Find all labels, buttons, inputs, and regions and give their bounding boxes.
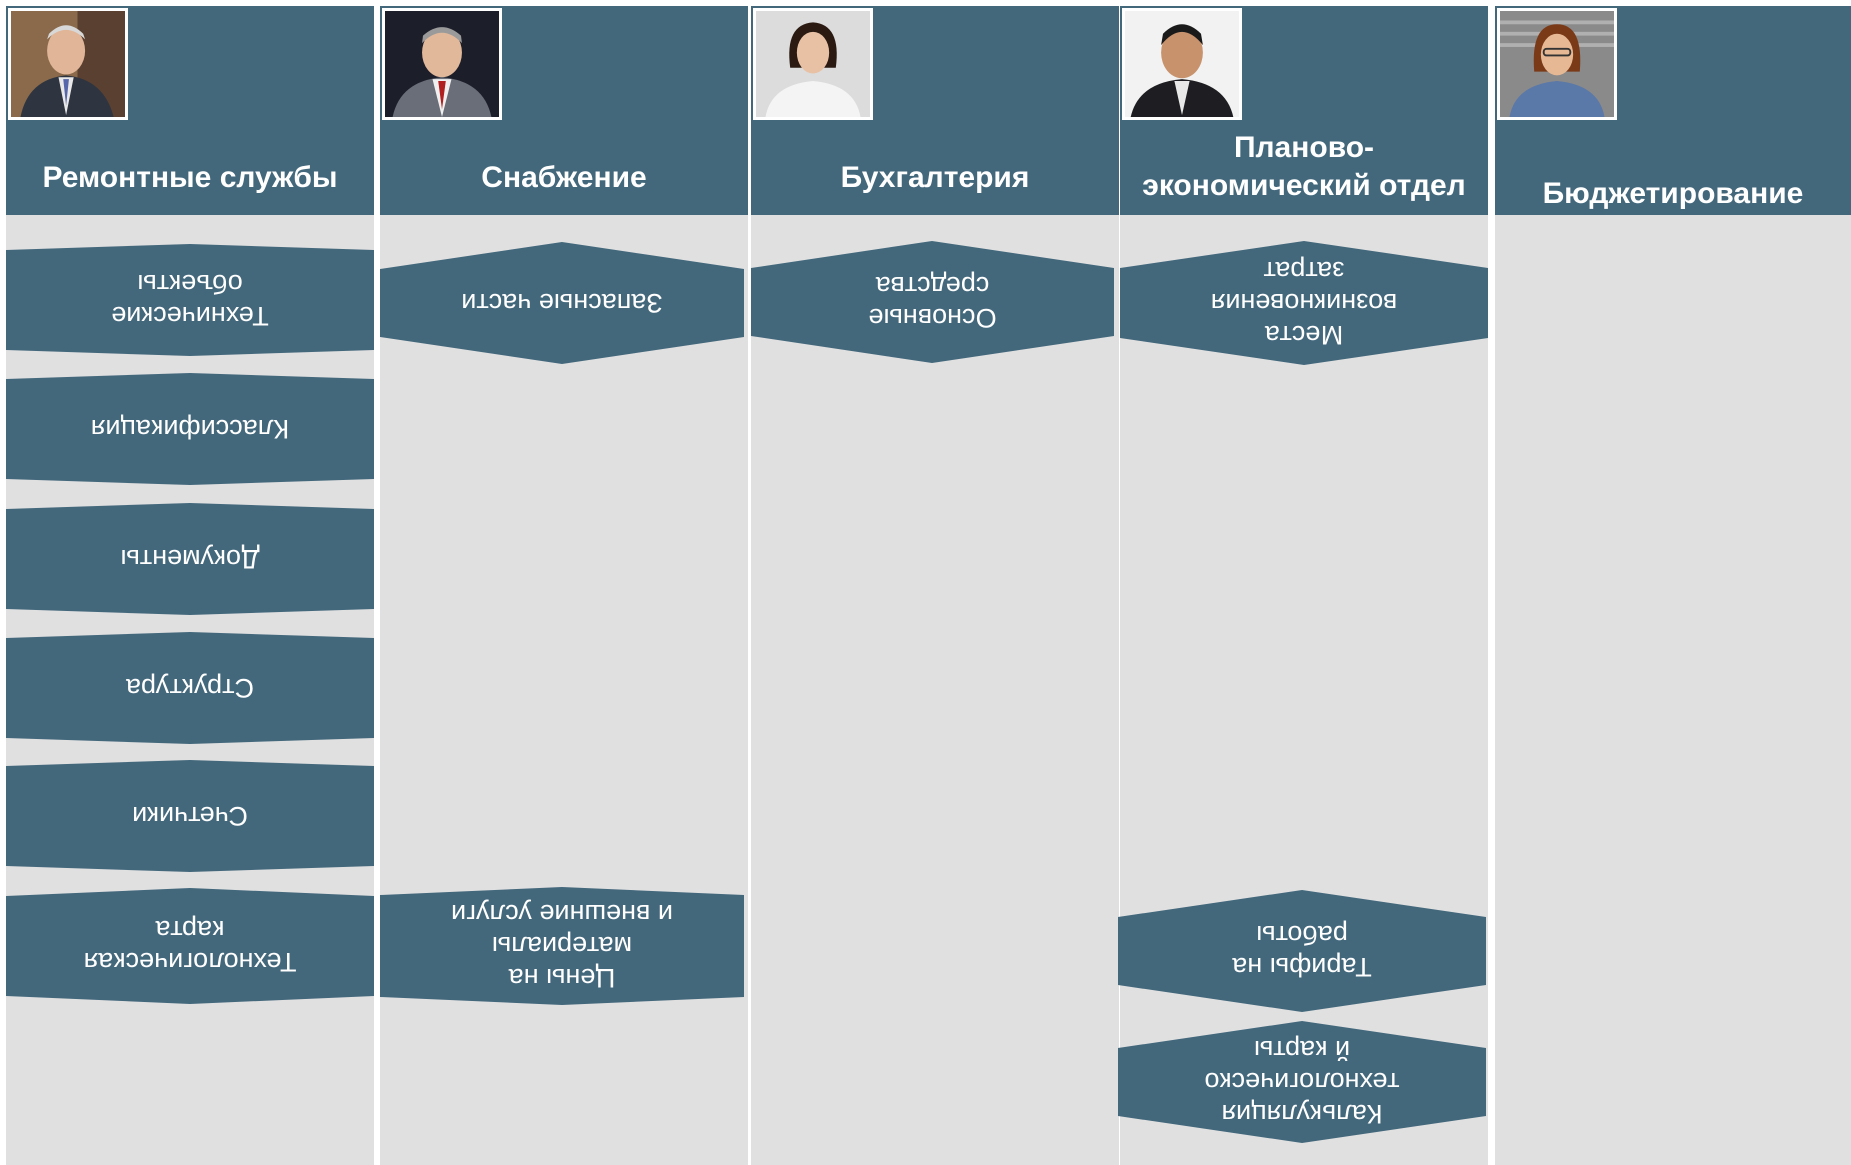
process-shape[interactable]: Места возникновения затрат bbox=[1120, 241, 1488, 365]
process-shape[interactable]: Технологическая карта bbox=[6, 888, 374, 1004]
person-photo-icon bbox=[753, 8, 873, 120]
person-photo-icon bbox=[1497, 8, 1617, 120]
lane-title: Ремонтные службы bbox=[42, 161, 338, 194]
process-label: Основные средства bbox=[868, 271, 997, 333]
process-label: Документы bbox=[120, 544, 260, 574]
process-shape[interactable]: Технические объекты bbox=[6, 244, 374, 356]
process-label: Структура bbox=[125, 673, 255, 703]
process-label: Места возникновения затрат bbox=[1210, 256, 1398, 350]
process-shape[interactable]: Классификация bbox=[6, 373, 374, 485]
process-shape[interactable]: Тарифы на работы bbox=[1118, 890, 1486, 1012]
process-shape[interactable]: Документы bbox=[6, 503, 374, 615]
person-photo-icon bbox=[1122, 8, 1242, 120]
process-label: Цены на материалы и внешние услуги bbox=[451, 899, 673, 993]
lane-body bbox=[380, 215, 748, 1165]
process-shape[interactable]: Счетчики bbox=[6, 760, 374, 872]
process-shape[interactable]: Запасные части bbox=[380, 242, 744, 364]
person-photo-icon bbox=[8, 8, 128, 120]
lane-body bbox=[1495, 215, 1851, 1165]
lane-repair-services: Ремонтные службы Технические объекты Кла… bbox=[6, 0, 374, 1165]
process-label: Тарифы на работы bbox=[1232, 920, 1372, 982]
process-shape[interactable]: Основные средства bbox=[751, 241, 1114, 363]
lane-header: Планово- экономический отдел bbox=[1120, 6, 1488, 215]
process-shape[interactable]: Калькуляция технологическо й карты bbox=[1118, 1021, 1486, 1143]
lane-body bbox=[751, 215, 1119, 1165]
lane-planning-economics: Планово- экономический отдел Места возни… bbox=[1118, 0, 1488, 1165]
process-label: Технологическая карта bbox=[83, 915, 297, 977]
lane-supply: Снабжение Запасные части Цены на материа… bbox=[380, 0, 748, 1165]
process-label: Калькуляция технологическо й карты bbox=[1204, 1035, 1400, 1129]
lane-accounting: Бухгалтерия Основные средства bbox=[751, 0, 1119, 1165]
lane-title: Бюджетирование bbox=[1542, 177, 1804, 210]
lane-title: Снабжение bbox=[481, 161, 647, 194]
lane-header: Ремонтные службы bbox=[6, 6, 374, 215]
lane-budgeting: Бюджетирование bbox=[1495, 0, 1851, 1165]
lane-header: Снабжение bbox=[380, 6, 748, 215]
lane-header: Бухгалтерия bbox=[751, 6, 1119, 215]
process-label: Технические объекты bbox=[111, 269, 269, 331]
process-shape[interactable]: Цены на материалы и внешние услуги bbox=[380, 887, 744, 1005]
lane-header: Бюджетирование bbox=[1495, 6, 1851, 215]
process-label: Запасные части bbox=[461, 288, 663, 318]
process-label: Классификация bbox=[90, 414, 290, 444]
lane-title: Бухгалтерия bbox=[840, 161, 1030, 194]
process-shape[interactable]: Структура bbox=[6, 632, 374, 744]
process-label: Счетчики bbox=[132, 801, 248, 831]
person-photo-icon bbox=[382, 8, 502, 120]
lane-title: Планово- экономический отдел bbox=[1142, 131, 1466, 202]
